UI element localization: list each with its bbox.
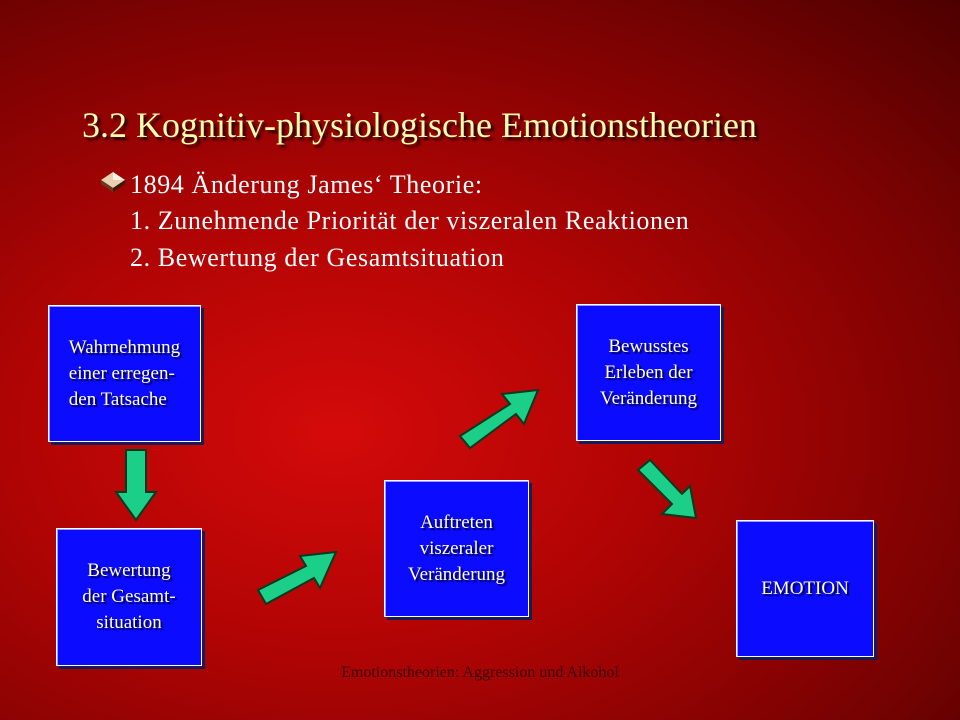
box-auftreten-label: Auftreten viszeraler Veränderung: [407, 511, 506, 585]
bullet-heading: 1894 Änderung James‘ Theorie:: [130, 170, 483, 199]
box-bewusstes: Bewusstes Erleben der Veränderung: [576, 304, 721, 441]
bullet-line-1: 1. Zunehmende Priorität der viszeralen R…: [130, 206, 690, 235]
box-emotion-label: EMOTION: [761, 577, 849, 599]
bullet-line-2: 2. Bewertung der Gesamtsituation: [130, 243, 505, 272]
box-bewertung: Bewertung der Gesamt- situation: [56, 528, 202, 666]
slide-title: 3.2 Kognitiv-physiologische Emotionstheo…: [82, 105, 757, 145]
box-auftreten: Auftreten viszeraler Veränderung: [384, 480, 529, 617]
slide-footer: Emotionstheorien: Aggression und Alkohol: [341, 664, 619, 681]
box-bewusstes-label: Bewusstes Erleben der Veränderung: [599, 335, 698, 409]
arrow-up-right-icon: [256, 550, 338, 606]
box-wahrnehmung: Wahrnehmung einer erregen- den Tatsache: [48, 305, 201, 442]
arrow-down-right-icon: [636, 458, 698, 520]
box-bewertung-label: Bewertung der Gesamt- situation: [82, 560, 176, 633]
diamond-bullet-icon: [101, 172, 125, 192]
box-wahrnehmung-label: Wahrnehmung einer erregen- den Tatsache: [68, 336, 181, 410]
arrow-up-right-icon: [458, 388, 540, 450]
arrow-down-icon: [114, 449, 158, 522]
box-emotion: EMOTION: [736, 520, 874, 657]
